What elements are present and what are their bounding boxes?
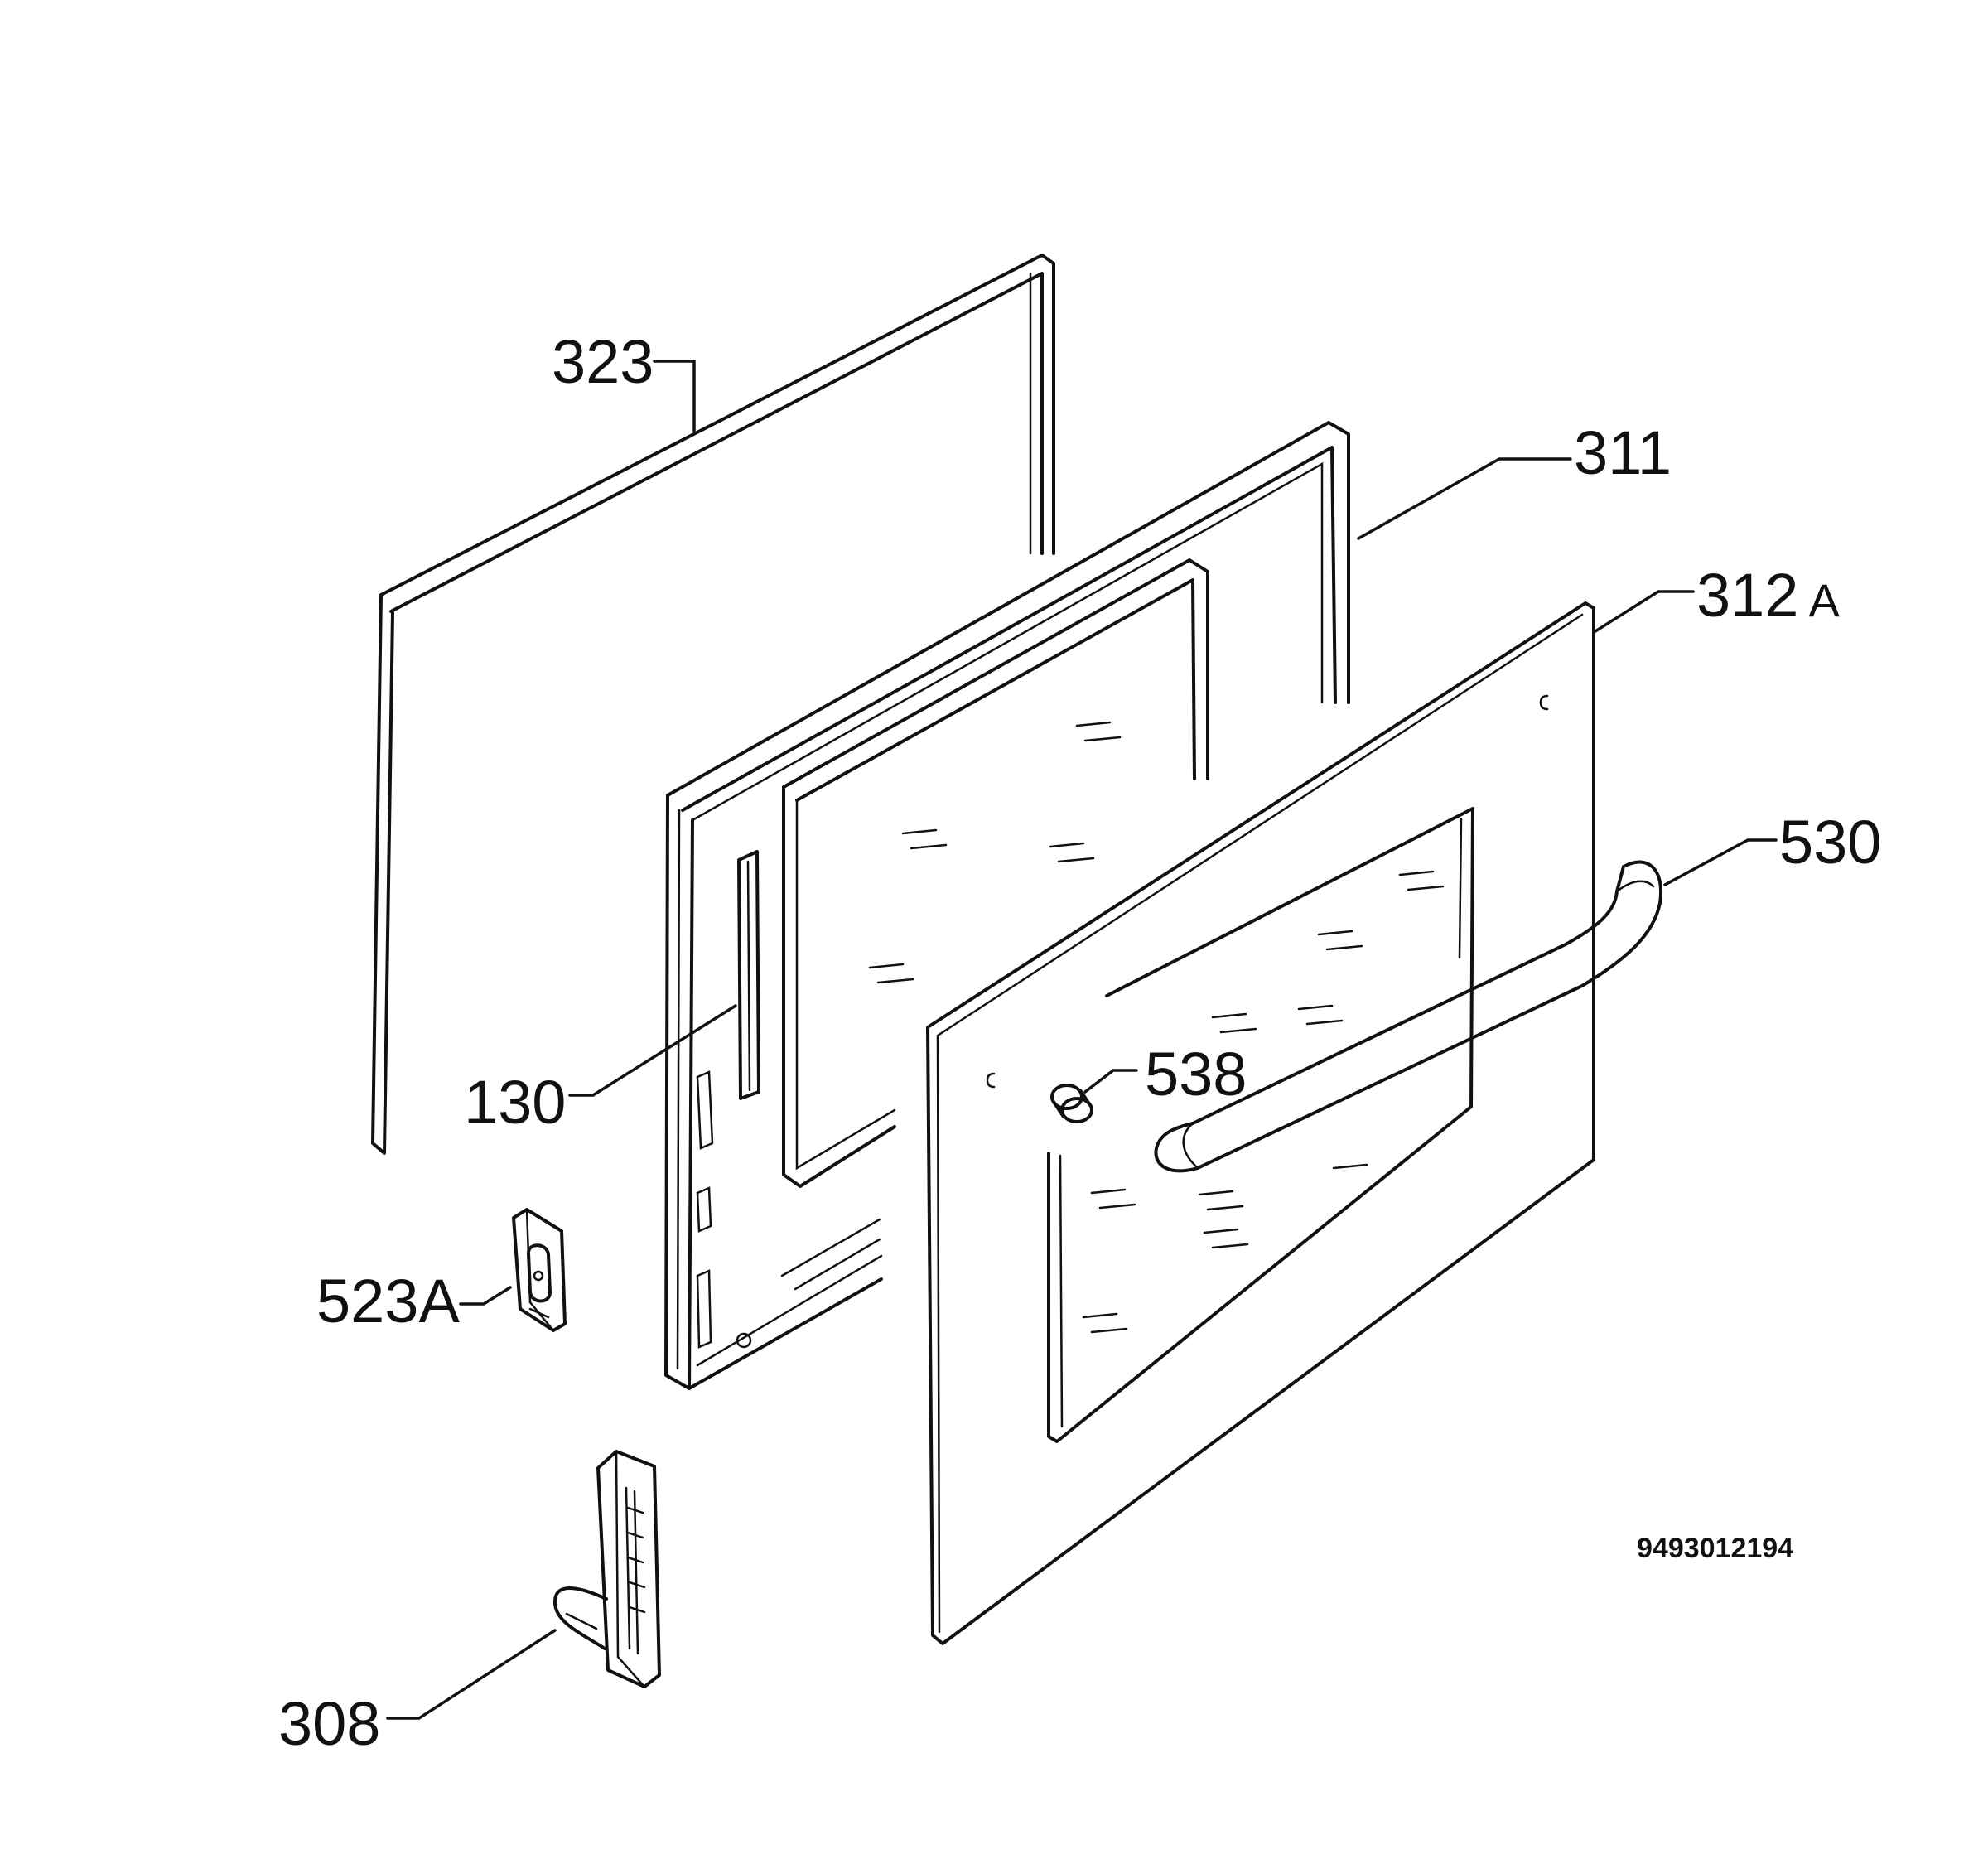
part-311-inner-door-frame (664, 421, 1350, 1390)
callout-308: 308 (278, 1689, 380, 1758)
part-308-hinge (552, 1450, 661, 1688)
part-538-spacer (1050, 1084, 1093, 1123)
callout-311: 311 (1574, 418, 1672, 487)
leader-130 (568, 1004, 737, 1097)
callout-530: 530 (1779, 808, 1881, 876)
leader-312a (1594, 590, 1695, 633)
callout-130: 130 (464, 1068, 566, 1137)
callout-523a: 523A (316, 1267, 460, 1335)
document-number: 9493012194 (1637, 1533, 1793, 1564)
leader-323 (653, 360, 696, 432)
part-312a-outer-glass-panel (926, 601, 1595, 1645)
leader-523a (459, 1286, 512, 1306)
callout-538: 538 (1145, 1040, 1247, 1108)
part-523a-catch-plate (512, 1208, 567, 1332)
leader-311 (1357, 457, 1572, 540)
part-323-door-seal (371, 254, 1055, 1155)
leader-530 (1663, 838, 1778, 886)
part-530-door-handle (1154, 860, 1663, 1173)
callout-323: 323 (552, 327, 654, 396)
leader-308 (386, 1629, 557, 1720)
part-130-insulation-strip (737, 850, 760, 1100)
leader-538 (1083, 1069, 1138, 1094)
leader-lines (386, 360, 1778, 1720)
